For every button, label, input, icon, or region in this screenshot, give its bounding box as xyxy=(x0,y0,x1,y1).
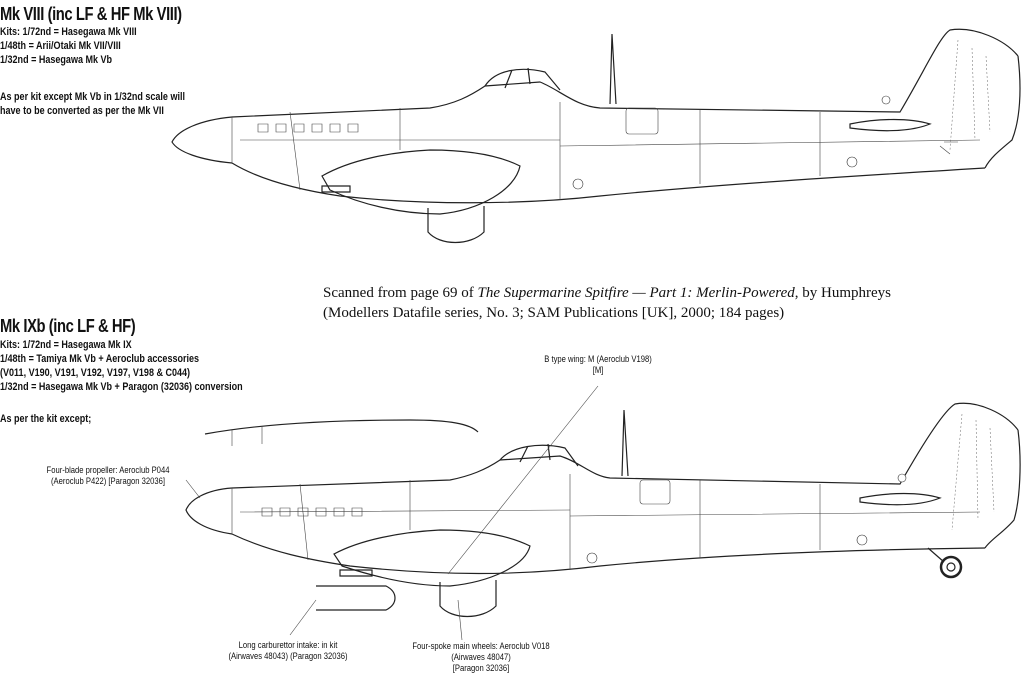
mk9-title: Mk IXb (inc LF & HF) xyxy=(0,316,136,336)
mk9-canopy xyxy=(499,443,579,467)
mk9-kit-line: 1/32nd = Hasegawa Mk Vb + Paragon (32036… xyxy=(0,381,243,393)
mk8-fin xyxy=(984,55,1021,169)
mk8-kits: Kits: 1/72nd = Hasegawa Mk VIII 1/48th =… xyxy=(0,25,167,67)
mk8-wing xyxy=(321,149,521,215)
mk9-fuselage-top xyxy=(231,402,1019,489)
mk9-wing xyxy=(333,529,531,587)
mk8-note-line: As per kit except Mk Vb in 1/32nd scale … xyxy=(0,91,185,103)
mk8-note-line: have to be converted as per the Mk VII xyxy=(0,105,164,117)
mk8-aircraft-profile xyxy=(171,28,1021,243)
scan-caption: Scanned from page 69 of The Supermarine … xyxy=(323,283,891,323)
mk9-fin xyxy=(984,429,1021,549)
mk9-note-block: As per the kit except; xyxy=(0,412,111,426)
propeller-leader-line xyxy=(185,479,201,499)
mk9-spinner xyxy=(185,487,233,535)
mk8-fuselage-bottom xyxy=(231,162,986,204)
mk8-radiator xyxy=(427,206,485,243)
mk9-carb-intake xyxy=(316,585,396,611)
mk8-kit-line: Kits: 1/72nd = Hasegawa Mk VIII xyxy=(0,26,137,38)
mk9-tailwheel-highlight xyxy=(939,555,963,579)
mk9-kit-line: 1/48th = Tamiya Mk Vb + Aeroclub accesso… xyxy=(0,353,200,365)
propeller-callout: Four-blade propeller: Aeroclub P044 (Aer… xyxy=(46,465,170,486)
caption-line-2: (Modellers Datafile series, No. 3; SAM P… xyxy=(323,305,785,321)
mk9-fuselage-bottom xyxy=(231,533,986,575)
wheels-callout: Four-spoke main wheels: Aeroclub V018 (A… xyxy=(412,641,550,673)
mk8-header: Mk VIII (inc LF & HF Mk VIII) xyxy=(0,4,222,25)
carb-leader-line xyxy=(289,599,317,636)
mk8-canopy xyxy=(484,67,561,91)
mk9-note: As per the kit except; xyxy=(0,413,92,425)
mk9-aircraft-profile xyxy=(185,385,1021,641)
mk8-kit-line: 1/32nd = Hasegawa Mk Vb xyxy=(0,54,113,66)
mk8-kit-line: 1/48th = Arii/Otaki Mk VII/VIII xyxy=(0,40,121,52)
carburettor-callout: Long carburettor intake: in kit (Airwave… xyxy=(228,640,348,661)
wheels-leader-line xyxy=(457,599,463,641)
mk8-note: As per kit except Mk Vb in 1/32nd scale … xyxy=(0,90,226,118)
caption-line-1: Scanned from page 69 of The Supermarine … xyxy=(323,285,891,301)
mk8-fuselage-top xyxy=(231,28,1019,118)
mk9-kit-line: (V011, V190, V191, V192, V197, V198 & C0… xyxy=(0,367,191,379)
book-title: The Supermarine Spitfire — Part 1: Merli… xyxy=(477,285,795,301)
mk8-title: Mk VIII (inc LF & HF Mk VIII) xyxy=(0,4,182,24)
mk9-upper-wing xyxy=(204,419,479,435)
mk8-spinner xyxy=(171,116,233,164)
mk9-kits: Kits: 1/72nd = Hasegawa Mk IX 1/48th = T… xyxy=(0,338,296,394)
mk8-antenna xyxy=(609,33,617,105)
wing-leader-line xyxy=(447,385,599,575)
wing-callout: B type wing: M (Aeroclub V198) [M] xyxy=(544,354,652,375)
mk9-header: Mk IXb (inc LF & HF) xyxy=(0,316,165,337)
mk9-kit-line: Kits: 1/72nd = Hasegawa Mk IX xyxy=(0,339,132,351)
